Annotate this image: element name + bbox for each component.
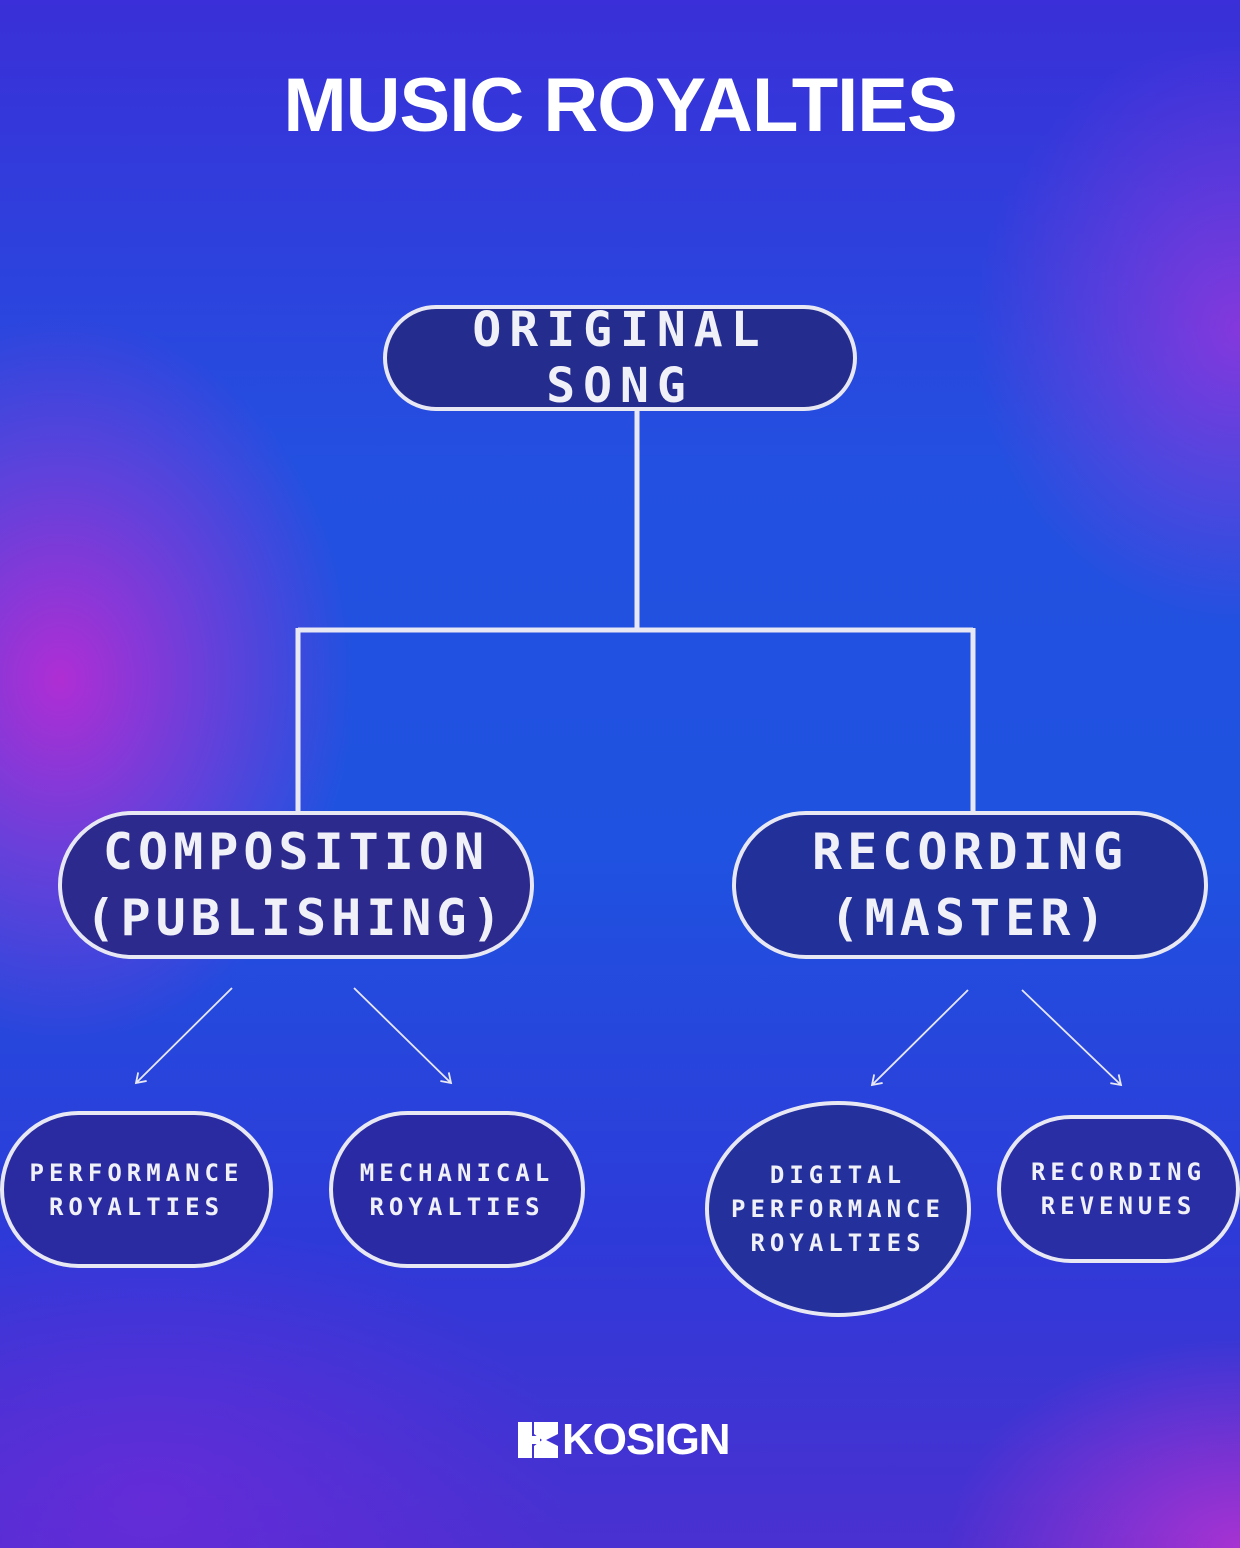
node-original-song-label: ORIGINAL SONG [472,302,768,414]
arrow-to-digital [870,989,969,1087]
logo-text: KOSIGN [562,1415,731,1464]
arrow-to-revenues [1021,989,1123,1087]
brand-logo: KOSIGN [518,1414,731,1466]
node-recording-label: RECORDING (MASTER) [812,823,1128,947]
node-mechanical-royalties: MECHANICAL ROYALTIES [329,1111,585,1268]
node-digital-performance-royalties-label: DIGITAL PERFORMANCE ROYALTIES [731,1161,945,1257]
node-recording-revenues: RECORDING REVENUES [997,1115,1240,1263]
node-original-song: ORIGINAL SONG [383,302,857,414]
node-mechanical-royalties-label: MECHANICAL ROYALTIES [359,1158,555,1221]
arrow-to-performance [134,987,233,1085]
arrow-to-mechanical [353,987,453,1085]
logo-mark-icon [518,1422,558,1458]
node-performance-royalties-label: PERFORMANCE ROYALTIES [29,1158,244,1221]
node-composition: COMPOSITION (PUBLISHING) [58,811,534,959]
page-title: MUSIC ROYALTIES [283,63,957,148]
node-recording-revenues-label: RECORDING REVENUES [1030,1158,1207,1220]
node-recording: RECORDING (MASTER) [732,811,1208,959]
node-performance-royalties: PERFORMANCE ROYALTIES [0,1111,273,1268]
node-digital-performance-royalties: DIGITAL PERFORMANCE ROYALTIES [705,1101,971,1317]
node-composition-label: COMPOSITION (PUBLISHING) [85,823,507,947]
